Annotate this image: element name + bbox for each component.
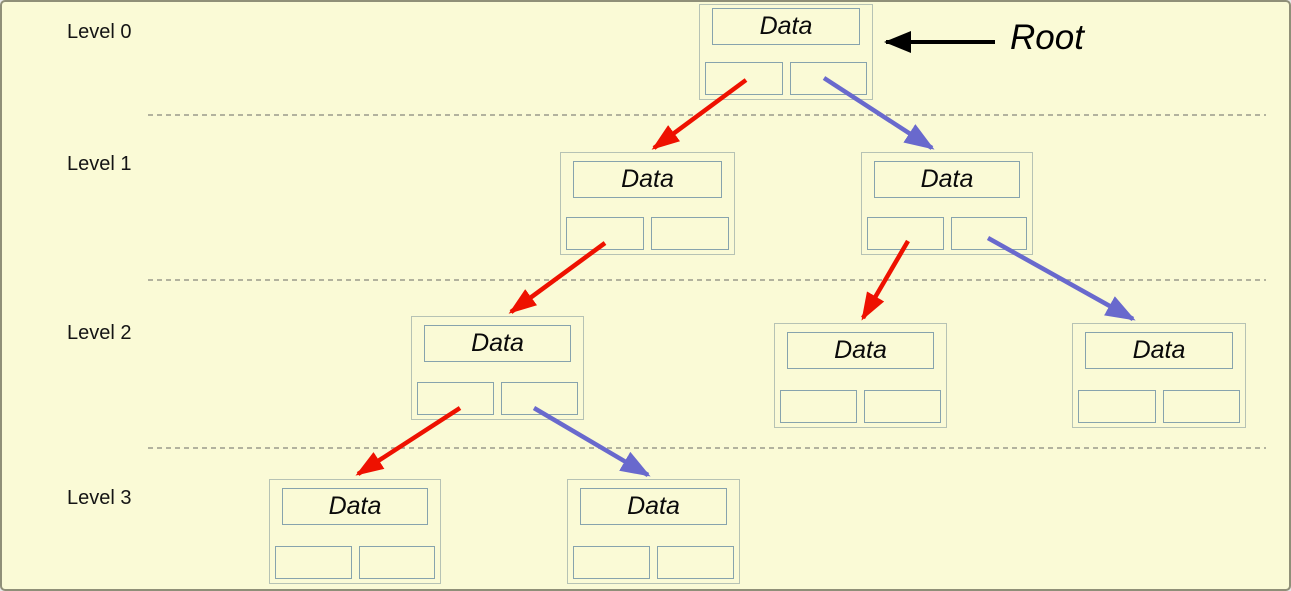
node-level1-right-right-pointer [950,217,1027,250]
node-level2-right-left-pointer [1078,390,1156,423]
node-level3-left: Data [269,479,441,584]
root-annotation-label: Root [1010,18,1084,57]
node-level2-middle-right-pointer [864,390,941,423]
node-level1-left-pointer-row [566,217,729,250]
node-level1-right-pointer-row [867,217,1027,250]
node-level2-right-pointer-row [1078,390,1240,423]
node-level1-left: Data [560,152,735,255]
node-level3-left-data-field: Data [282,488,428,525]
node-level1-right-data-field: Data [874,161,1020,198]
node-level3-left-left-pointer [275,546,352,579]
node-level1-right-left-pointer [867,217,944,250]
level-0-label: Level 0 [67,21,132,43]
node-level2-left-right-pointer [501,382,578,415]
node-level2-left: Data [411,316,584,420]
node-level3-right-pointer-row [573,546,734,579]
node-level2-middle-left-pointer [780,390,857,423]
node-level2-left-left-pointer [417,382,494,415]
node-level3-left-pointer-row [275,546,435,579]
node-root-left-pointer [705,62,783,95]
node-level3-right-right-pointer [657,546,734,579]
node-level2-middle-data-field: Data [787,332,934,369]
level-2-label: Level 2 [67,322,132,344]
node-root-data-field: Data [712,8,860,45]
node-level1-right: Data [861,152,1033,255]
node-root-right-pointer [789,62,867,95]
level-1-label: Level 1 [67,153,132,175]
node-level3-right-data-field: Data [580,488,727,525]
level-3-label: Level 3 [67,487,132,509]
node-level2-middle-pointer-row [780,390,941,423]
node-level2-middle: Data [774,323,947,428]
node-level3-right: Data [567,479,740,584]
node-level2-left-data-field: Data [424,325,571,362]
node-root-pointer-row [705,62,867,95]
node-root: Data [699,4,873,100]
node-level2-right-right-pointer [1162,390,1240,423]
node-level2-right: Data [1072,323,1246,428]
node-level1-left-data-field: Data [573,161,722,198]
node-level2-right-data-field: Data [1085,332,1233,369]
node-level3-right-left-pointer [573,546,650,579]
node-level1-left-right-pointer [651,217,729,250]
node-level1-left-left-pointer [566,217,644,250]
node-level3-left-right-pointer [358,546,435,579]
node-level2-left-pointer-row [417,382,578,415]
